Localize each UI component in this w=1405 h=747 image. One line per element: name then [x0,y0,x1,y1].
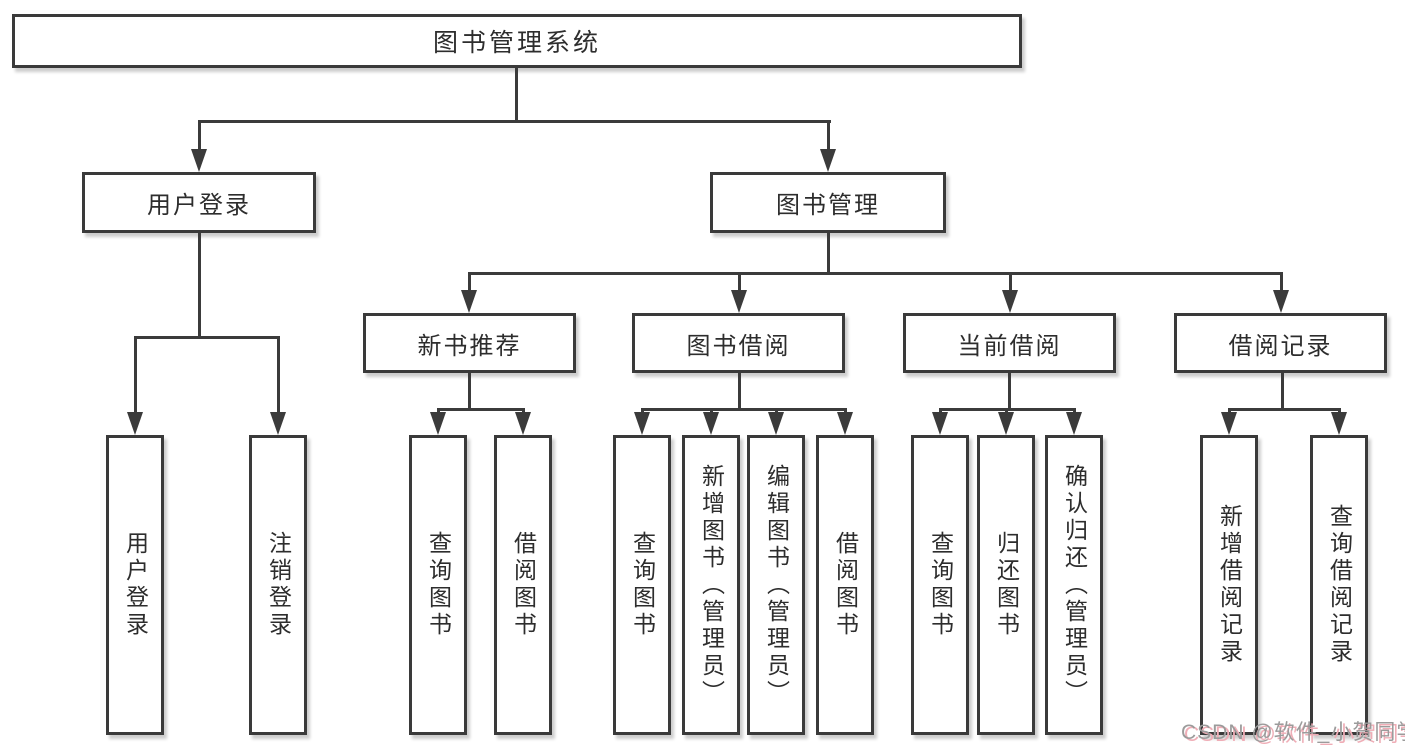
arrow-down-icon [1002,290,1018,313]
csdn-watermark: CSDN @软件_小贺同学 [1181,721,1405,744]
node-label: 查询图书 [425,531,452,639]
connector-root-stem [515,68,518,120]
node-leaf-query-books-3: 查询图书 [911,435,969,735]
node-new-book-recommend: 新书推荐 [363,313,576,373]
arrow-down-icon [731,290,747,313]
connector-root-hline [198,120,831,123]
node-label: 注销登录 [265,531,292,639]
arrow-down-icon [191,149,207,172]
node-user-login: 用户登录 [82,172,316,233]
connector-arm-new-books [468,272,471,292]
arrow-down-icon [932,412,948,435]
node-leaf-borrow-books-1: 借阅图书 [494,435,552,735]
arrow-down-icon [820,149,836,172]
node-label: 借阅图书 [832,531,859,639]
node-library-management-system: 图书管理系统 [12,14,1022,68]
connector-arm-current-borrow [1009,272,1012,292]
connector-records-stem [1281,373,1284,408]
node-leaf-user-login: 用户登录 [106,435,164,735]
node-label: 图书管理 [776,192,880,219]
arrow-down-icon [1066,412,1082,435]
connector-book-mgmt-hline [468,272,1283,275]
node-book-management: 图书管理 [710,172,946,233]
arrow-down-icon [998,412,1014,435]
arrow-down-icon [515,412,531,435]
connector-records-hline [1228,408,1341,411]
node-label: 新增图书（管理员） [698,463,725,707]
arrow-down-icon [1273,290,1289,313]
node-leaf-borrow-books-2: 借阅图书 [816,435,874,735]
connector-book-borrow-stem [738,373,741,408]
node-label: 借阅图书 [510,531,537,639]
node-leaf-logout: 注销登录 [249,435,307,735]
node-book-borrowing: 图书借阅 [632,313,845,373]
node-leaf-query-borrow-record: 查询借阅记录 [1310,435,1368,735]
connector-arm-book-management [827,120,830,152]
connector-arm-login [134,336,137,413]
node-label: 查询图书 [927,531,954,639]
connector-current-borrow-stem [1008,373,1011,408]
node-leaf-add-books-admin: 新增图书（管理员） [682,435,740,735]
connector-arm-logout [277,336,280,413]
connector-user-login-stem [198,233,201,336]
connector-arm-user-login [198,120,201,152]
arrow-down-icon [1221,412,1237,435]
node-label: 编辑图书（管理员） [763,463,790,707]
connector-book-mgmt-stem [827,233,830,272]
node-leaf-return-books: 归还图书 [977,435,1035,735]
arrow-down-icon [1331,412,1347,435]
arrow-down-icon [837,412,853,435]
arrow-down-icon [127,412,143,435]
node-label: 查询图书 [629,531,656,639]
node-leaf-query-books-1: 查询图书 [409,435,467,735]
connector-arm-borrow-records [1280,272,1283,292]
connector-new-books-hline [437,408,525,411]
node-borrowing-records: 借阅记录 [1174,313,1387,373]
node-label: 用户登录 [122,531,149,639]
node-label: 查询借阅记录 [1326,504,1353,666]
connector-new-books-stem [468,373,471,408]
arrow-down-icon [768,412,784,435]
node-label: 当前借阅 [957,332,1062,360]
node-leaf-add-borrow-record: 新增借阅记录 [1200,435,1258,735]
connector-book-borrow-hline [641,408,847,411]
node-label: 新书推荐 [417,332,522,360]
arrow-down-icon [634,412,650,435]
node-label: 图书借阅 [686,332,791,360]
node-current-borrowing: 当前借阅 [903,313,1116,373]
node-label: 用户登录 [147,192,251,219]
arrow-down-icon [270,412,286,435]
arrow-down-icon [430,412,446,435]
node-label: 确认归还（管理员） [1061,463,1088,707]
node-label: 图书管理系统 [432,29,601,57]
connector-arm-book-borrow [738,272,741,292]
arrow-down-icon [703,412,719,435]
node-leaf-edit-books-admin: 编辑图书（管理员） [747,435,805,735]
node-label: 借阅记录 [1228,332,1333,360]
node-label: 新增借阅记录 [1216,504,1243,666]
connector-user-login-hline [134,336,280,339]
node-label: 归还图书 [993,531,1020,639]
node-leaf-confirm-return-admin: 确认归还（管理员） [1045,435,1103,735]
node-leaf-query-books-2: 查询图书 [613,435,671,735]
arrow-down-icon [461,290,477,313]
